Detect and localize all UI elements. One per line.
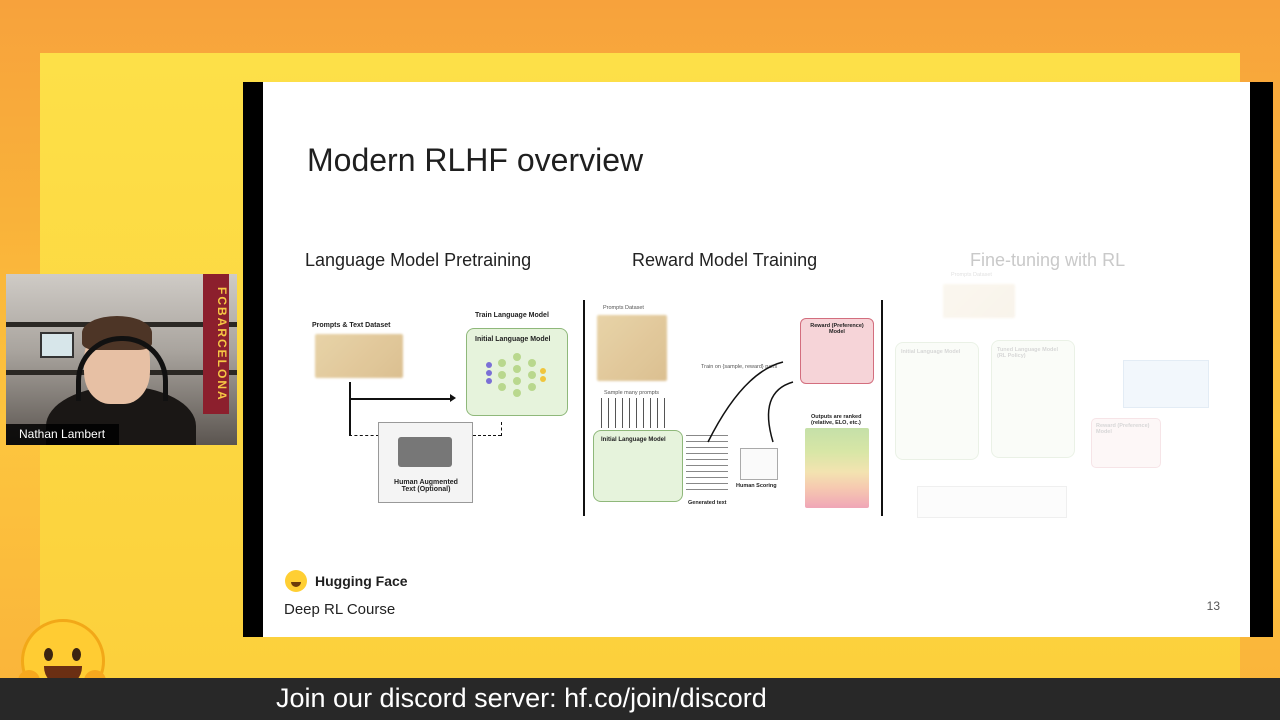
dataset-stack-icon — [315, 334, 403, 378]
reward-model-box: Reward (Preference) Model — [800, 318, 874, 384]
webcam-feed: FCBARCELONA — [6, 274, 237, 445]
eye — [72, 648, 81, 661]
page-number: 13 — [1206, 599, 1220, 613]
eye — [44, 648, 53, 661]
footer-course: Deep RL Course — [284, 601, 396, 618]
keyboard-icon — [398, 437, 452, 467]
reward-dataset-label: Prompts Dataset — [603, 305, 644, 311]
generated-text-block — [686, 435, 728, 495]
dashed-line — [501, 422, 502, 436]
footer-brand: Hugging Face — [315, 573, 408, 589]
kl-penalty-box — [917, 486, 1067, 518]
ranked-label: Outputs are ranked (relative, ELO, etc.) — [811, 414, 862, 426]
dataset-stack-icon — [597, 315, 667, 381]
initial-model-label: Initial Language Model — [475, 336, 551, 343]
section-finetune-title: Fine-tuning with RL — [970, 250, 1126, 270]
ranked-outputs-bar — [805, 428, 869, 508]
train-pairs-label: Train on {sample, reward} pairs — [701, 364, 778, 370]
dashed-line — [473, 435, 501, 436]
discord-banner-text: Join our discord server: hf.co/join/disc… — [276, 683, 767, 713]
arrows-icon — [601, 398, 665, 428]
initial-model-box: Initial Language Model — [466, 328, 568, 416]
slide: Modern RLHF overview Language Model Pret… — [263, 82, 1250, 637]
arrow-head-icon — [450, 394, 456, 402]
human-text-label: Human Augmented Text (Optional) — [394, 479, 458, 493]
dataset-stack-icon — [943, 284, 1015, 318]
dashed-line — [349, 435, 379, 436]
sample-prompts-label: Sample many prompts — [604, 390, 660, 396]
human-scoring-label: Human Scoring — [736, 483, 777, 489]
bottom-banner-bar — [0, 678, 1280, 720]
divider-line — [583, 300, 585, 516]
dashed-line — [349, 382, 351, 436]
finetune-reward-box: Reward (Preference) Model — [1091, 418, 1161, 468]
finetune-initial-label: Initial Language Model — [901, 349, 961, 355]
train-lm-label: Train Language Model — [475, 312, 549, 319]
finetune-dataset-label: Prompts Dataset — [951, 272, 992, 278]
generated-text-label: Generated text — [688, 500, 727, 506]
reward-initial-model-label: Initial Language Model — [601, 437, 666, 443]
pretraining-dataset-label: Prompts & Text Dataset — [312, 322, 391, 329]
finetune-reward-label: Reward (Preference) Model — [1096, 423, 1150, 435]
update-rule-box — [1123, 360, 1209, 408]
slide-title: Modern RLHF overview — [307, 142, 644, 178]
section-reward-title: Reward Model Training — [632, 250, 818, 270]
fcb-banner: FCBARCELONA — [203, 274, 229, 414]
reward-model-label: Reward (Preference) Model — [810, 323, 864, 335]
speaker-name-tag: Nathan Lambert — [6, 424, 120, 445]
finetune-initial-model: Initial Language Model — [895, 342, 979, 460]
finetune-tuned-model: Tuned Language Model (RL Policy) — [991, 340, 1075, 458]
reward-initial-model-box: Initial Language Model — [593, 430, 683, 502]
pencil-icon — [740, 448, 778, 480]
divider-line — [881, 300, 883, 516]
section-pretraining-title: Language Model Pretraining — [305, 250, 532, 270]
hugging-face-logo: Hugging Face — [285, 570, 408, 592]
frame-icon — [40, 332, 74, 358]
hugging-face-icon — [285, 570, 307, 592]
finetune-tuned-label: Tuned Language Model (RL Policy) — [997, 347, 1059, 359]
curved-arrows — [707, 361, 794, 443]
headset-icon — [76, 336, 168, 401]
neural-net-icon — [486, 353, 546, 397]
arrow-to-model — [349, 398, 453, 400]
human-text-box: Human Augmented Text (Optional) — [378, 422, 473, 503]
